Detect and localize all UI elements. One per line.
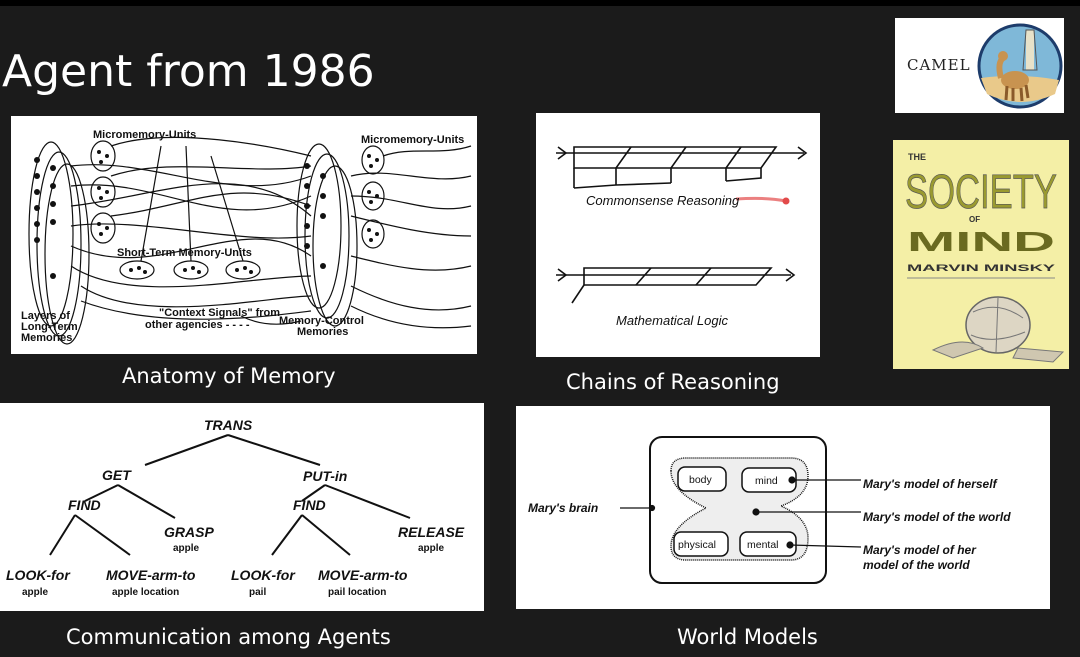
world-label-her-model-1: Mary's model of her: [863, 543, 977, 557]
tree-node-release: RELEASE: [398, 524, 465, 540]
slide-title: Agent from 1986: [2, 46, 375, 97]
memory-label-micro-right: Micromemory-Units: [361, 134, 464, 146]
book-the: THE: [908, 152, 926, 162]
book-author: MARVIN MINSKY: [907, 263, 1055, 273]
tree-node-look-right: LOOK-for: [231, 567, 296, 583]
memory-label-short-term: Short-Term Memory-Units: [117, 247, 252, 259]
world-label-herself: Mary's model of herself: [863, 477, 998, 491]
tree-node-move-left: MOVE-arm-to: [106, 567, 196, 583]
memory-label-layers-1: Layers of: [21, 310, 70, 322]
chains-of-reasoning-diagram: Commonsense Reasoning Mathematical Logic: [536, 113, 820, 357]
world-box-mental: mental: [747, 539, 779, 551]
caption-anatomy-of-memory: Anatomy of Memory: [122, 364, 336, 388]
tree-node-look-left: LOOK-for: [6, 567, 71, 583]
tree-node-grasp: GRASP: [164, 524, 214, 540]
world-box-body: body: [689, 474, 713, 486]
memory-label-context-2: other agencies - - - -: [145, 319, 250, 331]
camel-logo: CAMEL: [895, 18, 1064, 113]
camel-icon: [977, 23, 1063, 109]
top-bar: [0, 0, 1080, 6]
tree-node-get: GET: [102, 467, 132, 483]
memory-label-control-1: Memory-Control: [279, 315, 364, 327]
world-box-mind: mind: [755, 475, 778, 487]
tree-sub-release: apple: [418, 543, 445, 554]
society-of-mind-book: THE SOCIETY OF MIND MARVIN MINSKY: [893, 140, 1069, 369]
tree-node-find-right: FIND: [293, 497, 326, 513]
tree-node-trans: TRANS: [204, 417, 253, 433]
camel-logo-text: CAMEL: [907, 56, 971, 74]
world-box-physical: physical: [678, 539, 716, 551]
world-models-diagram: body mind physical mental Mary's brain M…: [516, 406, 1050, 609]
reasoning-label-math: Mathematical Logic: [616, 313, 728, 328]
book-of: OF: [969, 215, 980, 224]
book-mind: MIND: [907, 226, 1055, 257]
memory-label-micro-left: Micromemory-Units: [93, 129, 196, 141]
world-label-brain: Mary's brain: [528, 501, 598, 515]
memory-label-layers-2: Long-Term: [21, 321, 78, 333]
tree-sub-move-right: pail location: [328, 587, 386, 598]
tree-sub-look-left: apple: [22, 587, 49, 598]
book-cover-art: THE SOCIETY OF MIND MARVIN MINSKY: [905, 152, 1065, 363]
world-label-the-world: Mary's model of the world: [863, 510, 1011, 524]
communication-tree-diagram: TRANS GET PUT-in FIND FIND GRASP RELEASE…: [0, 403, 484, 611]
tree-sub-grasp: apple: [173, 543, 200, 554]
tree-node-move-right: MOVE-arm-to: [318, 567, 408, 583]
reasoning-label-commonsense: Commonsense Reasoning: [586, 193, 740, 208]
tree-sub-move-left: apple location: [112, 587, 179, 598]
memory-label-context-1: "Context Signals" from: [159, 307, 280, 319]
anatomy-of-memory-diagram: Micromemory-Units Micromemory-Units Shor…: [11, 116, 477, 354]
tree-sub-look-right: pail: [249, 587, 266, 598]
world-label-her-model-2: model of the world: [863, 558, 970, 572]
caption-communication-among-agents: Communication among Agents: [66, 625, 391, 649]
tree-node-put-in: PUT-in: [303, 468, 347, 484]
memory-label-control-2: Memories: [297, 326, 348, 338]
memory-label-layers-3: Memories: [21, 332, 72, 344]
caption-chains-of-reasoning: Chains of Reasoning: [566, 370, 780, 394]
tree-node-find-left: FIND: [68, 497, 101, 513]
book-society: SOCIETY: [905, 166, 1057, 219]
caption-world-models: World Models: [677, 625, 818, 649]
